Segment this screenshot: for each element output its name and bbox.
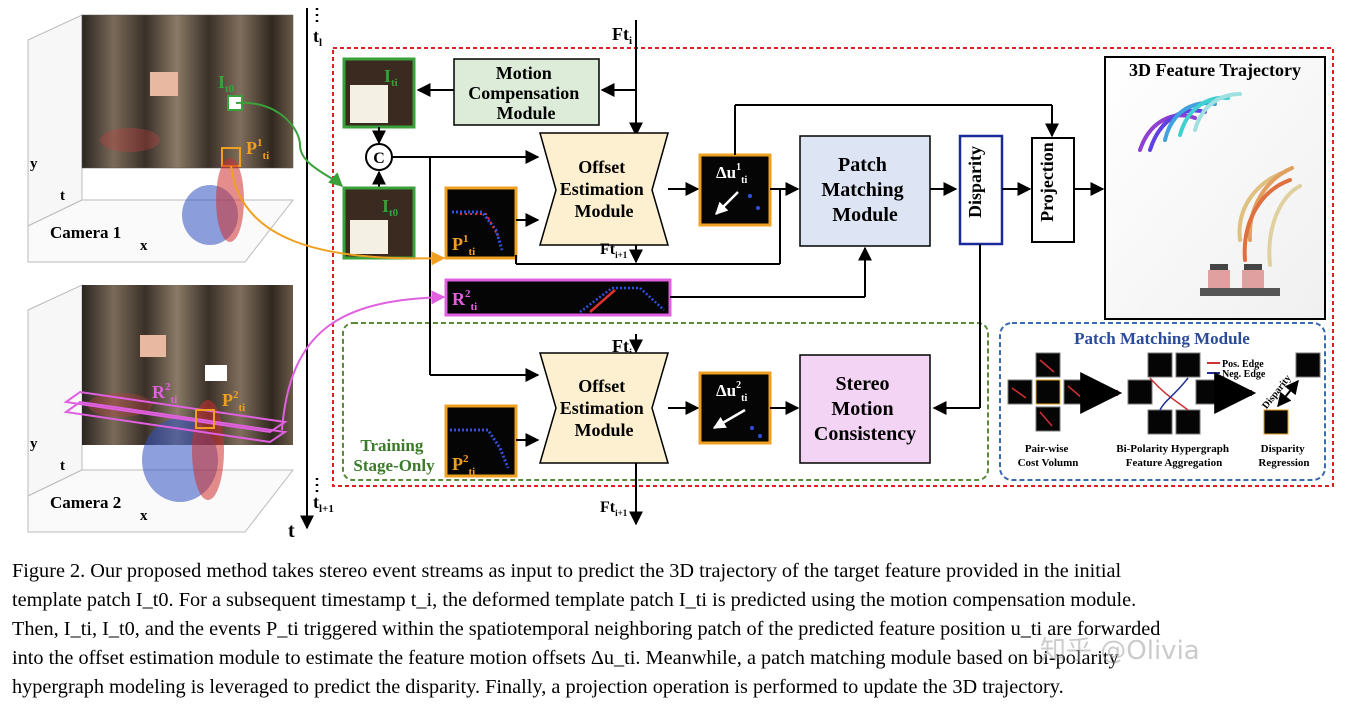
offset-estimation-module-bottom xyxy=(539,352,669,464)
pm-legend-pos: Pos. Edge xyxy=(1222,359,1264,370)
pm-step-1-label: Pair-wise Cost Volumn xyxy=(1018,443,1079,469)
patch-matching-detail-frame xyxy=(999,322,1326,481)
patch-matching-label: Patch Matching Module xyxy=(821,154,908,226)
camera-1-p-label: P1ti xyxy=(246,137,269,162)
pipeline-frame xyxy=(332,47,1334,487)
camera-1-it0-label: It0 xyxy=(218,72,235,95)
camera-1-axis-y: y xyxy=(30,156,38,172)
projection-box xyxy=(1031,137,1075,243)
camera-2-bright-box xyxy=(205,365,227,381)
caption-line-4: into the offset estimation module to est… xyxy=(12,647,1119,669)
motion-compensation-label: Motion Compensation Module xyxy=(468,63,584,123)
camera-2-axis-t: t xyxy=(60,458,65,474)
it0-connector xyxy=(235,101,344,187)
camera-2-axis-y: y xyxy=(30,436,38,452)
camera-2-frame xyxy=(82,285,293,445)
p2-label: P2ti xyxy=(452,453,475,478)
caption-line-3: Then, I_ti, I_t0, and the events P_ti tr… xyxy=(12,618,1161,640)
offset-estimation-label-bottom: Offset Estimation Module xyxy=(560,376,649,440)
camera-1-event-cloud xyxy=(100,128,244,245)
timeline: tl tl+1 t xyxy=(288,8,334,540)
caption-line-5: hypergraph modeling is leveraged to pred… xyxy=(12,676,1064,698)
timeline-tl-label: tl xyxy=(313,26,322,49)
caption-line-2: template patch I_t0. For a subsequent ti… xyxy=(12,589,1137,611)
p2-patch xyxy=(444,404,518,478)
offset-estimation-label-top: Offset Estimation Module xyxy=(560,157,649,221)
watermark: 知乎 @Olivia xyxy=(1040,636,1200,666)
stereo-motion-label: Stereo Motion Consistency xyxy=(814,373,916,445)
camera-1-bright-object xyxy=(150,72,178,96)
motion-compensation-module xyxy=(453,58,600,126)
timeline-tl1-label: tl+1 xyxy=(313,492,334,515)
camera-2-axis-x: x xyxy=(140,508,148,524)
ft-mid-label: Fti+1 xyxy=(600,241,628,260)
iti-label: Iti xyxy=(384,66,398,89)
ft-top-label: Fti xyxy=(612,24,632,47)
stereo-motion-consistency-module xyxy=(799,354,931,464)
pm-step-2-label: Bi-Polarity Hypergraph Feature Aggregati… xyxy=(1116,443,1232,469)
camera-2-p-label: P2ti xyxy=(222,389,245,414)
patch-matching-module xyxy=(799,135,931,247)
timeline-axis-label: t xyxy=(288,520,295,540)
camera-1-axis-t: t xyxy=(60,188,65,204)
training-stage-label: Training Stage-Only xyxy=(353,436,435,475)
disparity-label: Disparity xyxy=(965,146,985,218)
trajectory-stereo-rig xyxy=(1200,264,1280,296)
pm-detail-title: Patch Matching Module xyxy=(1074,329,1250,348)
camera-1-frame xyxy=(82,15,293,168)
p1-connector xyxy=(230,165,446,266)
p1-patch xyxy=(444,186,518,260)
caption-line-1: Figure 2. Our proposed method takes ster… xyxy=(12,560,1122,582)
camera-1-axis-x: x xyxy=(140,238,148,254)
r2-connector xyxy=(281,290,446,431)
camera-2-bright-object xyxy=(140,335,166,357)
camera-1-label: Camera 1 xyxy=(50,223,121,242)
camera-2-label: Camera 2 xyxy=(50,493,121,512)
trajectory-title: 3D Feature Trajectory xyxy=(1129,60,1301,80)
concat-label: C xyxy=(373,150,385,167)
figure-caption: Figure 2. Our proposed method takes ster… xyxy=(12,557,1338,702)
camera-2-event-volume: y t x Camera 2 R2ti P2ti xyxy=(27,284,295,533)
camera-2-row-band xyxy=(63,390,288,434)
camera-1-event-volume: y t x Camera 1 It0 P1ti xyxy=(27,14,295,263)
patch-matching-detail: Patch Matching Module Pos. Edge Neg. Edg… xyxy=(1007,329,1321,469)
du1-label: Δu1ti xyxy=(716,162,747,186)
r2-patch xyxy=(444,278,672,317)
training-stage-frame xyxy=(342,322,989,481)
it0-label: It0 xyxy=(382,196,399,219)
p1-label: P1ti xyxy=(452,233,475,258)
ft-bottom-label: Fti+1 xyxy=(600,499,628,518)
offset-estimation-module-top xyxy=(539,132,669,246)
camera-2-r-label: R2ti xyxy=(152,381,177,406)
r2-label: R2ti xyxy=(452,288,477,313)
pm-step-3-label: Disparity Regression xyxy=(1258,443,1309,469)
camera-2-patch-box xyxy=(195,409,215,429)
du2-label: Δu2ti xyxy=(716,380,747,404)
trajectory-curves xyxy=(1138,92,1302,267)
method-diagram: y t x Camera 1 It0 P1ti y t x Camera 2 R… xyxy=(27,8,1334,540)
projection-label: Projection xyxy=(1037,142,1057,222)
iti-patch-bright xyxy=(350,85,388,123)
pm-legend-neg: Neg. Edge xyxy=(1222,369,1266,380)
disparity-box xyxy=(958,134,1004,246)
